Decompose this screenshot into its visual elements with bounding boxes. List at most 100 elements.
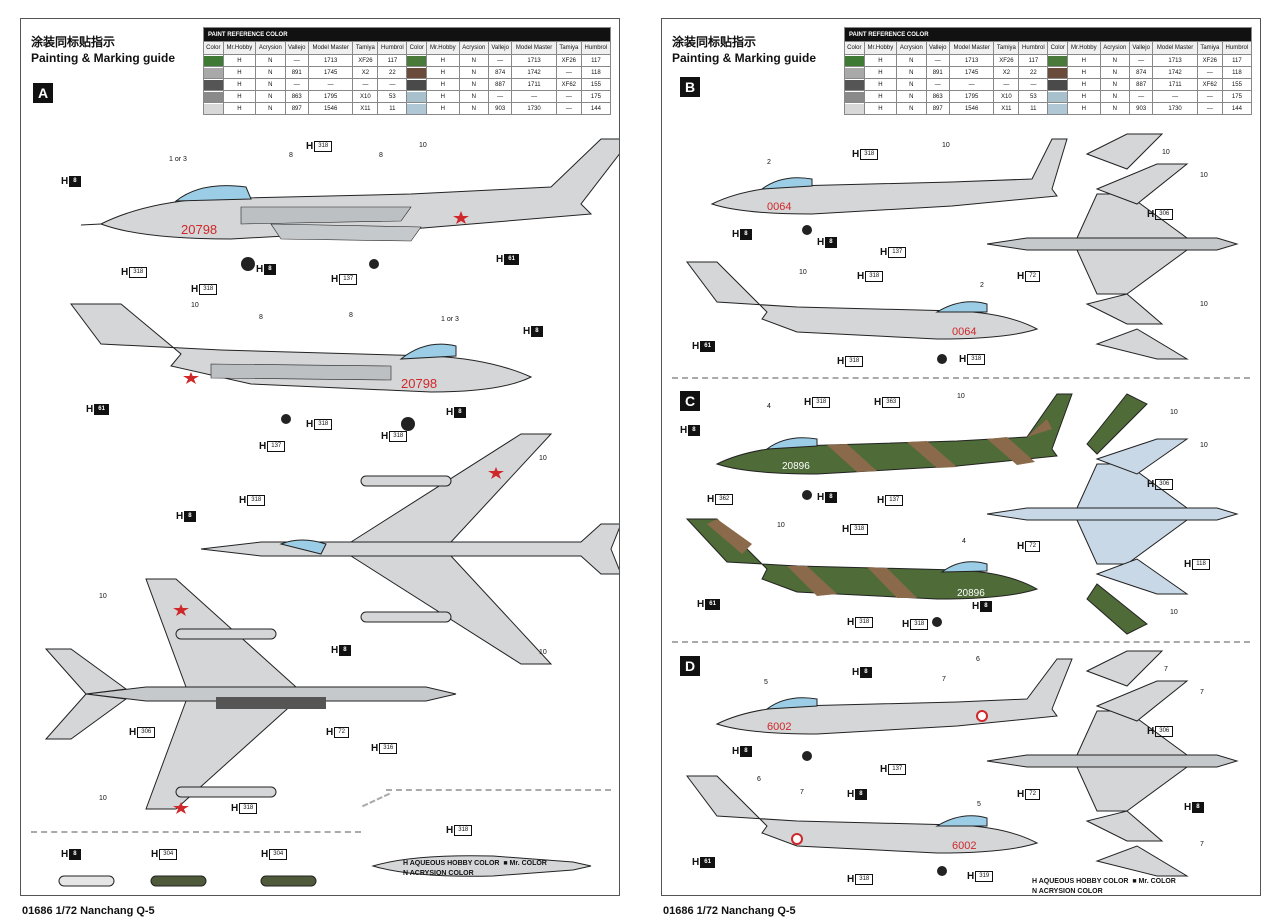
paint-swatch <box>844 90 865 103</box>
marking-number: 10 <box>99 593 107 600</box>
paint-code: 1745 <box>948 66 995 79</box>
marking-number: 8 <box>379 152 383 159</box>
paint-code: 117 <box>1221 54 1253 67</box>
marking-number: 10 <box>1170 409 1178 416</box>
paint-code: 11 <box>1018 102 1049 115</box>
paint-code: — <box>948 78 995 91</box>
paint-code: 1713 <box>1152 54 1198 67</box>
paint-code: — <box>352 78 379 91</box>
marking-number: 8 <box>349 312 353 319</box>
col-header: Tamiya <box>993 41 1020 55</box>
paint-code: — <box>993 78 1020 91</box>
paint-code: 1713 <box>307 54 354 67</box>
scheme-letter-a: A <box>33 83 53 103</box>
paint-code: XF62 <box>1196 78 1223 91</box>
paint-code: 1711 <box>511 78 557 91</box>
red-star-insignia <box>183 372 199 384</box>
marking-number: 10 <box>539 649 547 656</box>
acrysion-code: N <box>458 66 490 79</box>
marking-number: 10 <box>1170 609 1178 616</box>
paint-code: 903 <box>1129 102 1154 115</box>
paint-code: XF26 <box>352 54 379 67</box>
paint-code: X10 <box>352 90 379 103</box>
hobby-code: H <box>426 102 460 115</box>
instruction-sheet-left: 涂装同标贴指示 Painting & Marking guide A PAINT… <box>20 18 620 896</box>
marking-number: 10 <box>419 142 427 149</box>
acrysion-code: N <box>896 66 927 79</box>
section-divider <box>672 377 1250 379</box>
col-header: Humbrol <box>580 41 612 55</box>
serial-number: 6002 <box>767 721 791 733</box>
marking-number: 4 <box>767 403 771 410</box>
marking-number: 10 <box>1200 442 1208 449</box>
acrysion-code: N <box>1099 54 1131 67</box>
kit-footer-right: 01686 1/72 Nanchang Q-5 <box>663 905 796 917</box>
hobby-code: H <box>426 54 460 67</box>
marking-number: 10 <box>1162 149 1170 156</box>
red-star-insignia <box>173 604 189 616</box>
paint-code: 144 <box>1221 102 1253 115</box>
col-header: Model Master <box>511 41 557 55</box>
serial-number: 0064 <box>952 326 976 338</box>
aircraft-profile-d-left-side: 6002 <box>715 658 1073 761</box>
acrysion-code: N <box>896 78 927 91</box>
acrysion-code: N <box>1099 90 1131 103</box>
paint-code: XF26 <box>1196 54 1223 67</box>
acrysion-code: N <box>1099 66 1131 79</box>
paint-code: — <box>555 90 582 103</box>
serial-number: 20798 <box>401 376 437 391</box>
paint-code: — <box>307 78 354 91</box>
marking-number: 7 <box>1200 689 1204 696</box>
hobby-code: H <box>1067 78 1101 91</box>
paint-table-caption: PAINT REFERENCE COLOR <box>844 27 1252 42</box>
paint-reference-table: PAINT REFERENCE COLOR Color Mr.Hobby Acr… <box>844 27 1253 115</box>
paint-code: 903 <box>488 102 513 115</box>
paint-code: — <box>488 54 513 67</box>
paint-code: 11 <box>377 102 408 115</box>
paint-code: 53 <box>377 90 408 103</box>
paint-code: 22 <box>377 66 408 79</box>
col-header: Tamiya <box>555 41 582 55</box>
paint-code: 117 <box>377 54 408 67</box>
aircraft-planform-a-top <box>200 433 619 665</box>
col-header: Color <box>203 41 224 55</box>
marking-number: 2 <box>767 159 771 166</box>
paint-code: 1546 <box>948 102 995 115</box>
paint-swatch <box>406 78 428 91</box>
paint-code: 175 <box>580 90 612 103</box>
hobby-code: H <box>863 90 898 103</box>
paint-code: 891 <box>284 66 309 79</box>
hobby-code: H <box>1067 66 1101 79</box>
col-header: Mr.Hobby <box>863 41 898 55</box>
acrysion-code: N <box>1099 78 1131 91</box>
paint-code: 118 <box>580 66 612 79</box>
instruction-sheet-right: 涂装同标贴指示 Painting & Marking guide B C D P… <box>661 18 1261 896</box>
paint-code: X2 <box>993 66 1020 79</box>
acrysion-code: N <box>896 102 927 115</box>
acrysion-code: N <box>896 54 927 67</box>
paint-code: 155 <box>580 78 612 91</box>
paint-swatch <box>203 102 224 115</box>
